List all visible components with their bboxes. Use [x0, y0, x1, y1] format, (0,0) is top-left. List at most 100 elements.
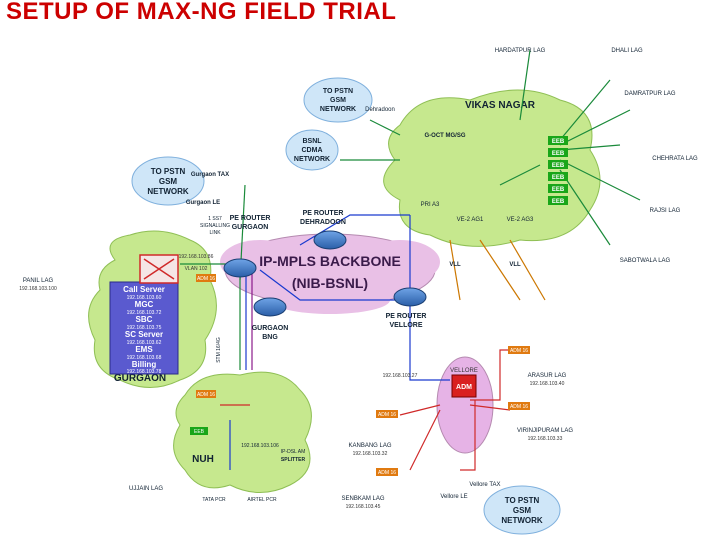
links — [180, 49, 641, 471]
vikas-ve1: VE-2 AG1 — [457, 217, 484, 223]
vellore-le: Vellore LE — [440, 494, 467, 500]
router-dehradoon-line2: DEHRADOON — [300, 219, 346, 226]
diagram-title: SETUP OF MAX-NG FIELD TRIAL — [6, 0, 397, 25]
eeb-label-6: EEB — [552, 199, 565, 205]
ip-panilal: 192.168.103.100 — [19, 286, 57, 292]
stack-scserver: SC Server — [125, 330, 163, 339]
stack-scserver-ip: 192.168.103.62 — [127, 340, 162, 346]
adm-vellore-label: ADM — [456, 384, 472, 391]
site-chelhrata: CHEHRATA LAG — [652, 156, 698, 162]
pstn-bottom-line2: GSM — [513, 506, 532, 515]
gurgaon-server-stack: Call Server 192.168.103.60 MGC 192.168.1… — [109, 281, 179, 375]
stack-sbc: SBC — [136, 315, 153, 324]
backbone-label: IP-MPLS BACKBONE — [259, 253, 401, 269]
bsnl-line2: CDMA — [302, 147, 323, 154]
bsnl-line1: BSNL — [302, 138, 322, 145]
router-vellore-line1: PE ROUTER — [386, 313, 427, 320]
stack-mgc: MGC — [135, 300, 154, 309]
adm-vellore-4: ADM 16 — [376, 468, 398, 476]
vikas-vll-2: VLL — [509, 262, 521, 268]
eeb-label-2: EEB — [552, 151, 565, 157]
eeb-label-5: EEB — [552, 187, 565, 193]
ip-kanbang: 192.168.103.32 — [353, 451, 388, 457]
site-ujjain: UJJAIN LAG — [129, 486, 163, 492]
vikas-vll-1: VLL — [449, 262, 461, 268]
pstn-top-line1: TO PSTN — [323, 88, 353, 95]
router-dehradoon-line1: PE ROUTER — [303, 210, 344, 217]
adm16-2-label: ADM 16 — [510, 404, 528, 410]
router-bng-line2: BNG — [262, 334, 278, 341]
gurgaon-core-switch: 192.168.103.86 VLAN 102 — [139, 254, 214, 284]
site-virinjipuram: VIRINJIPURAM LAG — [517, 428, 573, 434]
router-pe-dehradoon[interactable]: PE ROUTER DEHRADOON — [300, 210, 347, 250]
router-pe-vellore[interactable]: PE ROUTER VELLORE — [386, 287, 427, 329]
site-labels: HARDATPUR LAG DHALI LAG DAMRATPUR LAG CH… — [23, 48, 698, 502]
ip-virinjipuram: 192.168.103.33 — [528, 436, 563, 442]
site-sabotwala: SABOTWALA LAG — [620, 258, 671, 264]
site-rajsi: RAJSI LAG — [650, 208, 681, 214]
adm-vellore-2: ADM 16 — [508, 402, 530, 410]
vellore-cloud-label: VELLORE — [450, 368, 478, 374]
eeb-label-1: EEB — [552, 139, 565, 145]
router-bng-line1: GURGAON — [252, 325, 289, 332]
router-gurgaon-line2: GURGAON — [232, 224, 269, 231]
vikas-nagar-label: VIKAS NAGAR — [465, 100, 536, 111]
gurgaon-vlan: VLAN 102 — [185, 266, 208, 272]
stack-sbc-ip: 192.168.103.75 — [127, 325, 162, 331]
nuh-ip: 192.168.103.106 — [241, 443, 279, 449]
router-gurgaon-line1: PE ROUTER — [230, 215, 271, 222]
nuh-label: NUH — [192, 454, 214, 465]
nuh-tatapcr: TATA PCR — [202, 497, 226, 503]
site-panilal: PANIL LAG — [23, 278, 54, 284]
site-kanbang: KANBANG LAG — [348, 443, 391, 449]
stack-callserver: Call Server — [123, 285, 165, 294]
gurgaon-label: GURGAON — [114, 373, 166, 384]
vikas-dehradoon: Dehradoon — [365, 107, 395, 113]
stack-ems: EMS — [135, 345, 153, 354]
site-hardatpur: HARDATPUR LAG — [495, 48, 546, 54]
nuh-airtel: AIRTEL PCR — [247, 497, 277, 503]
misc-labels: G-OCT MG/SG PRI A3 VE-2 AG1 VE-2 AG3 Deh… — [186, 107, 534, 503]
adm-vellore-3: ADM 16 — [376, 410, 398, 418]
adm-vellore-1: ADM 16 — [508, 346, 530, 354]
adm16-1-label: ADM 16 — [510, 348, 528, 354]
site-shenbkam: SENBKAM LAG — [341, 496, 384, 502]
site-dhalli: DHALI LAG — [611, 48, 643, 54]
site-damratpur: DAMRATPUR LAG — [624, 91, 676, 97]
router-pe-gurgaon[interactable]: PE ROUTER GURGAON — [223, 215, 271, 278]
adm-gurgaon-label: ADM 16 — [197, 276, 215, 282]
cloud-bsnl-cdma: BSNL CDMA NETWORK — [285, 129, 339, 171]
nuh-dslam: IP-DSL AM — [281, 449, 306, 455]
vikas-pri: PRI A3 — [421, 202, 440, 208]
gurgaon-ip: 192.168.103.86 — [179, 254, 214, 260]
stack-mgc-ip: 192.168.103.72 — [127, 310, 162, 316]
pstn-top-line2: GSM — [330, 97, 346, 104]
router-vellore-line2: VELLORE — [389, 322, 422, 329]
site-arasur: ARASUR LAG — [528, 373, 567, 379]
router-gurgaon-bng[interactable]: GURGAON BNG — [252, 297, 289, 341]
pstn-left-line3: NETWORK — [147, 187, 189, 196]
eeb-column-vikas: EEB EEB EEB EEB EEB EEB — [548, 136, 568, 205]
gurgaon-tax: Gurgaon TAX — [191, 172, 229, 178]
cloud-pstn-bottom: TO PSTN GSM NETWORK — [483, 485, 561, 535]
cloud-nuh: NUH — [173, 371, 312, 493]
vellore-ip: 192.168.103.27 — [383, 373, 418, 379]
cloud-vikas-nagar: VIKAS NAGAR — [383, 89, 601, 247]
bsnl-line3: NETWORK — [294, 156, 330, 163]
eeb-label-3: EEB — [552, 163, 565, 169]
nuh-splitter: SPLITTER — [281, 457, 306, 463]
pstn-bottom-line1: TO PSTN — [505, 496, 540, 505]
vikas-ve2: VE-2 AG3 — [507, 217, 534, 223]
signalling-line1: 1 SS7 — [208, 216, 222, 222]
ip-shenbkam: 192.168.103.45 — [346, 504, 381, 510]
pstn-left-line1: TO PSTN — [151, 167, 186, 176]
stack-billing: Billing — [132, 360, 157, 369]
pstn-bottom-line3: NETWORK — [501, 516, 543, 525]
gurgaon-le: Gurgaon LE — [186, 200, 220, 206]
adm16-3-label: ADM 16 — [378, 412, 396, 418]
adm-nuh: ADM 16 — [196, 390, 216, 398]
adm16-4-label: ADM 16 — [378, 470, 396, 476]
vellore-tax: Vellore TAX — [469, 482, 500, 488]
